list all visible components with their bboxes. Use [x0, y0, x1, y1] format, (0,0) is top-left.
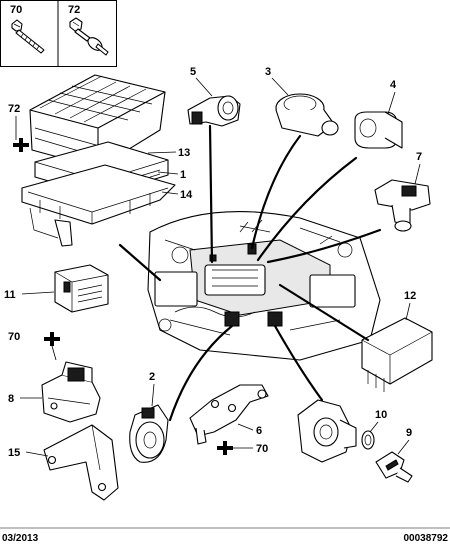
screw-a-ref: 70 [10, 4, 22, 16]
solenoid-valve [354, 111, 403, 149]
bracket-screw-icon [44, 332, 60, 346]
temperature-sensor-ref: 9 [406, 427, 412, 439]
ecu-bracket-screw: 72 [8, 103, 29, 152]
bracket-screw-ref: 70 [8, 331, 20, 343]
temperature-sensor [375, 451, 413, 483]
relay [54, 264, 109, 313]
camshaft-sensor [374, 179, 431, 232]
idle-control-valve-ref: 3 [265, 66, 271, 78]
screw-legend-box: 70 72 [0, 0, 117, 67]
ecu-cover [29, 74, 166, 169]
camshaft-sensor-ref: 7 [416, 151, 422, 163]
bracket-screw-bottom-icon [217, 441, 233, 455]
knock-sensor-bracket-ref: 6 [256, 425, 262, 437]
ecu-tray-ref: 14 [180, 189, 193, 201]
relay-ref: 11 [4, 289, 16, 301]
idle-control-valve [275, 93, 339, 137]
ecu-ref: 1 [180, 169, 186, 181]
knock-sensor [129, 404, 169, 463]
screw-b-ref: 72 [68, 4, 80, 16]
sensor-bracket [41, 361, 101, 423]
solenoid-valve-ref: 4 [390, 79, 397, 91]
sensor-bracket-ref: 8 [8, 393, 14, 405]
mount-plate [43, 424, 119, 501]
ecu-bracket-screw-ref: 72 [8, 103, 20, 115]
bracket-screw-bottom-ref: 70 [256, 443, 268, 455]
engine-bay [147, 211, 381, 361]
screw-a-icon [11, 19, 45, 54]
relay-module [361, 317, 433, 392]
mount-plate-ref: 15 [8, 447, 20, 459]
ecu-tray [21, 164, 176, 247]
knock-sensor-bracket [189, 384, 269, 445]
throttle-position-sensor [187, 95, 241, 127]
footer-date: 03/2013 [2, 533, 39, 544]
screw-b-icon [69, 17, 109, 56]
knock-sensor-ref: 2 [149, 371, 155, 383]
throttle-position-sensor-ref: 5 [190, 66, 196, 78]
seal-ring [361, 430, 375, 450]
connection-lines [118, 124, 382, 422]
thermostat-housing [297, 399, 357, 463]
relay-module-ref: 12 [404, 290, 416, 302]
footer-code: 00038792 [404, 533, 449, 544]
seal-ring-ref: 10 [375, 409, 387, 421]
ecu-cover-ref: 13 [178, 147, 190, 159]
